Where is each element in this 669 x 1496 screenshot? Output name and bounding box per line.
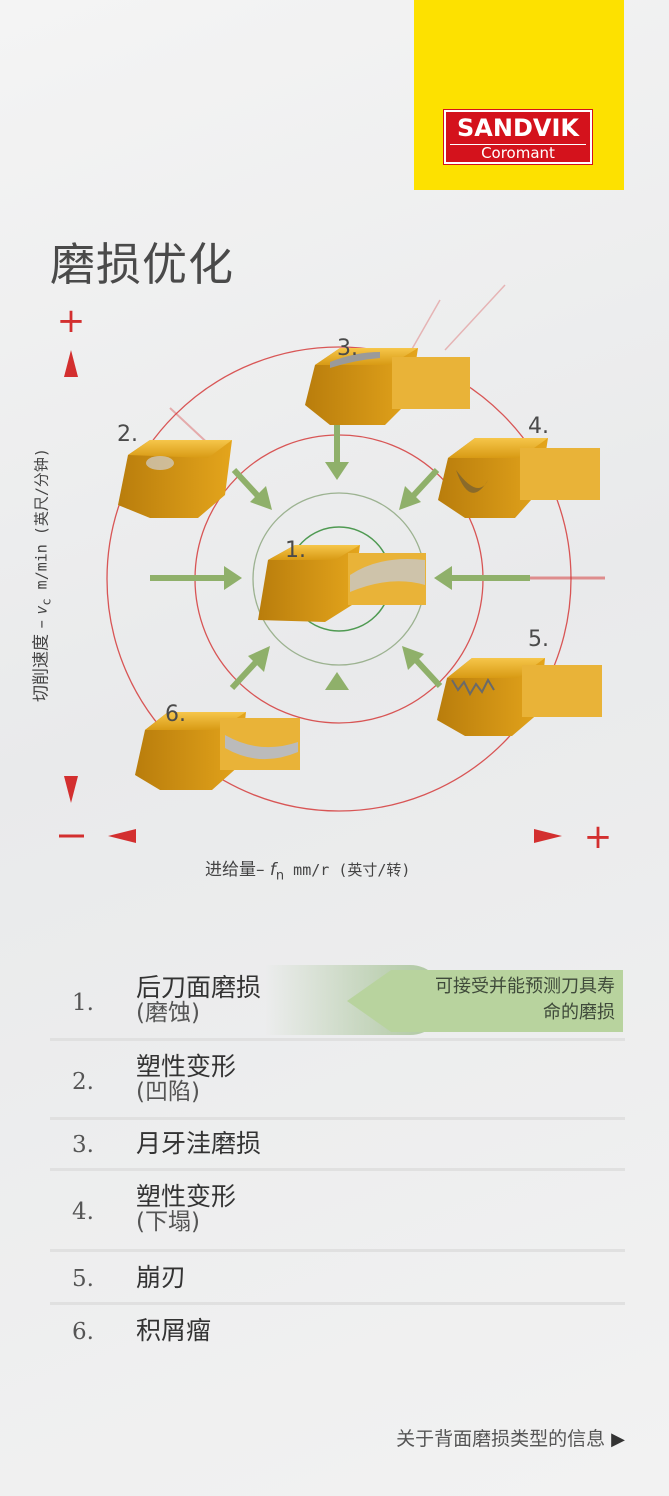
list-item: 4. 塑性变形 (下塌) [50,1171,625,1252]
note-line-1: 可接受并能预测刀具寿 [435,976,615,997]
acceptable-wear-note: 可接受并能预测刀具寿 命的磨损 [347,970,623,1032]
insert-number-5: 5. [528,627,549,652]
insert-3 [305,348,470,425]
list-item-name: 积屑瘤 [136,1316,212,1345]
list-item-name: 后刀面磨损 [136,973,262,1002]
y-axis-arrow-down [64,776,78,803]
insert-number-3: 3. [337,336,358,361]
x-axis-label-unit: mm/r (英寸/转) [284,861,411,879]
flank-wear-info-link[interactable]: 关于背面磨损类型的信息▶ [396,1424,625,1451]
logo-brand-text: SANDVIK [457,114,579,142]
y-axis-label-var: v [32,605,51,615]
page-title: 磨损优化 [50,238,235,291]
list-item-sub: (下塌) [136,1209,200,1235]
list-item-name: 崩刃 [136,1263,187,1292]
x-axis-arrow-left [108,829,136,843]
logo-sub-text: Coromant [450,144,586,161]
insert-number-2: 2. [117,422,138,447]
wear-type-list: 1. 后刀面磨损 (磨蚀) 2. 塑性变形 (凹陷) 3. 月牙洼磨损 4. 塑… [50,960,625,1355]
list-item-number: 2. [72,1069,94,1095]
y-axis-label: 切削速度 – vc m/min (英尺/分钟) [26,448,53,702]
y-axis-label-cn: 切削速度 – [31,614,52,702]
list-item: 3. 月牙洼磨损 [50,1120,625,1171]
list-item-sub: (凹陷) [136,1079,200,1105]
y-axis-label-sub: c [39,598,54,606]
list-item-sub: (磨蚀) [136,1000,200,1026]
insert-6 [135,712,300,790]
list-item-number: 6. [72,1319,94,1345]
list-item-number: 4. [72,1199,94,1225]
guide-line [444,284,506,351]
list-item: 6. 积屑瘤 [50,1305,625,1355]
list-item-name: 塑性变形 [136,1182,237,1211]
list-item: 2. 塑性变形 (凹陷) [50,1041,625,1120]
insert-1 [258,545,426,622]
x-axis-plus: + [584,817,613,857]
y-axis-arrow-up [64,350,78,377]
insert-number-6: 6. [165,702,186,727]
list-item-number: 5. [72,1266,94,1292]
insert-4 [438,438,600,518]
list-item-number: 1. [72,990,94,1016]
list-item-name: 月牙洼磨损 [136,1129,262,1158]
y-axis-label-unit: m/min (英尺/分钟) [32,448,51,599]
x-axis-label-sub: n [275,868,285,884]
y-axis-plus: + [57,301,86,341]
insert-number-1: 1. [285,538,306,563]
sandvik-coromant-logo: SANDVIK Coromant [444,110,592,164]
insert-2 [118,440,232,518]
direction-arrows [150,420,530,808]
x-axis-label: 进给量– fn mm/r (英寸/转) [205,855,410,883]
list-item: 1. 后刀面磨损 (磨蚀) [50,960,625,1041]
footer-link-text: 关于背面磨损类型的信息 [396,1428,606,1450]
x-axis-label-cn: 进给量– [205,860,270,880]
list-item-number: 3. [72,1132,94,1158]
x-axis-label-var: f [269,860,276,880]
insert-5 [437,658,602,736]
insert-number-4: 4. [528,414,549,439]
x-axis-arrow-right [534,829,562,843]
note-line-2: 命的磨损 [543,1002,615,1023]
note-text: 可接受并能预测刀具寿 命的磨损 [395,974,615,1026]
list-item-name: 塑性变形 [136,1052,237,1081]
play-triangle-icon: ▶ [611,1429,625,1450]
list-item: 5. 崩刃 [50,1252,625,1305]
wear-optimization-diagram: + + [57,284,613,857]
